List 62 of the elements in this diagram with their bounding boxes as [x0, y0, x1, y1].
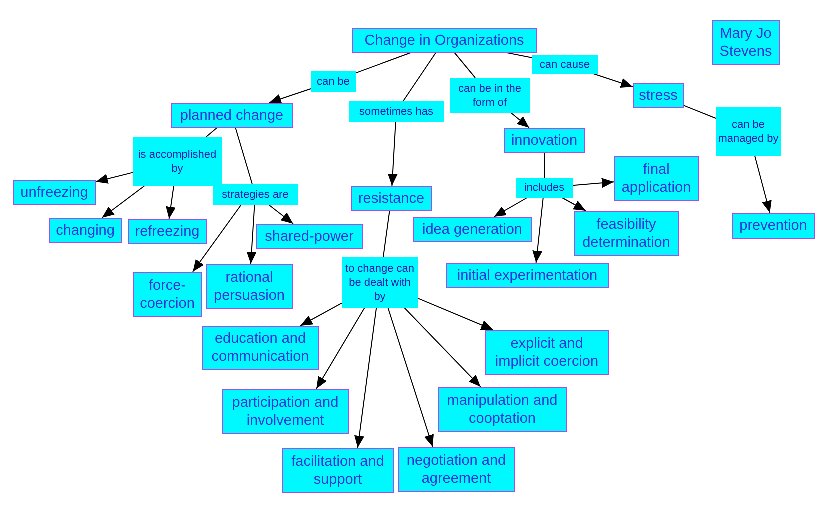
- arrow: [494, 198, 528, 218]
- connector-line: [206, 128, 218, 138]
- concept-node: force-coercion: [133, 272, 202, 317]
- arrow: [562, 198, 586, 212]
- linking-phrase: to change can be dealt with by: [342, 257, 418, 308]
- concept-node: facilitation and support: [282, 448, 394, 493]
- concept-node: unfreezing: [13, 180, 96, 205]
- connector-line: [544, 152, 545, 178]
- concept-node: planned change: [171, 103, 293, 128]
- connector-line: [684, 105, 716, 119]
- connector-line: [403, 52, 436, 102]
- arrow: [418, 298, 494, 330]
- arrow: [268, 204, 294, 224]
- linking-phrase: strategies are: [213, 184, 298, 205]
- concept-node: changing: [49, 218, 122, 243]
- arrow: [96, 172, 134, 184]
- arrow: [316, 308, 366, 390]
- concept-node: resistance: [351, 186, 432, 211]
- arrow: [166, 186, 176, 220]
- connector-line: [235, 128, 253, 184]
- arrow: [268, 88, 312, 104]
- arrow: [300, 302, 342, 326]
- linking-phrase: is accomplished by: [133, 137, 222, 186]
- concept-node: feasibility determination: [574, 211, 679, 256]
- connector-line: [356, 52, 412, 74]
- arrow: [388, 122, 398, 186]
- concept-node: final application: [614, 156, 699, 201]
- arrow: [754, 156, 772, 214]
- linking-phrase: can be in the form of: [450, 78, 530, 113]
- arrow: [246, 204, 257, 264]
- concept-node: explicit and implicit coercion: [485, 330, 609, 375]
- arrow: [572, 178, 614, 188]
- connector-line: [506, 52, 532, 58]
- arrow: [102, 186, 146, 218]
- concept-node: initial experimentation: [446, 263, 609, 288]
- linking-phrase: can cause: [532, 55, 598, 74]
- connector-line: [383, 210, 390, 258]
- arrow: [510, 112, 530, 128]
- concept-node: shared-power: [256, 224, 363, 249]
- arrow: [593, 74, 634, 88]
- concept-node: rational persuasion: [206, 264, 293, 309]
- linking-phrase: sometimes has: [349, 101, 444, 122]
- concept-node: prevention: [732, 213, 815, 239]
- arrow: [532, 198, 544, 264]
- arrow: [404, 308, 482, 388]
- concept-node: participation and involvement: [222, 389, 349, 434]
- linking-phrase: can be: [311, 71, 356, 92]
- arrow: [192, 204, 242, 272]
- arrow: [354, 308, 378, 448]
- concept-node: manipulation and cooptation: [438, 387, 567, 432]
- concept-node: education and communication: [202, 326, 319, 370]
- concept-node: Change in Organizations: [352, 28, 537, 53]
- concept-node: stress: [633, 83, 684, 108]
- linking-phrase: can be managed by: [716, 107, 781, 156]
- concept-node: innovation: [504, 128, 585, 153]
- concept-node: idea generation: [413, 217, 532, 242]
- concept-node: refreezing: [128, 219, 207, 244]
- connector-line: [454, 52, 476, 78]
- arrow: [388, 308, 434, 448]
- concept-node: Mary Jo Stevens: [712, 20, 780, 65]
- concept-node: negotiation and agreement: [398, 447, 515, 492]
- linking-phrase: includes: [516, 178, 573, 198]
